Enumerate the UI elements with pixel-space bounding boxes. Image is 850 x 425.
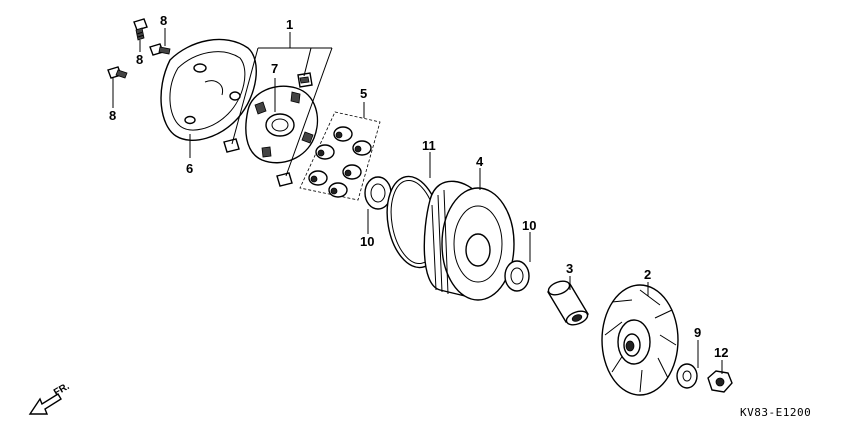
callout-7: 7 (271, 61, 278, 76)
slider-part-1-left[interactable] (223, 138, 240, 153)
callout-8-bottom: 8 (109, 108, 116, 123)
callout-5: 5 (360, 86, 367, 101)
roller (308, 170, 328, 186)
movable-drive-face-part-4[interactable] (423, 180, 515, 301)
nut-part-12[interactable] (707, 370, 733, 393)
callout-12: 12 (714, 345, 728, 360)
roller (342, 164, 362, 180)
weight-rollers-part-5[interactable] (299, 111, 381, 201)
bolt-part-8-upper[interactable] (133, 18, 148, 41)
ramp-plate-part-7[interactable] (245, 85, 319, 164)
leader-lines (112, 28, 723, 374)
bolt-part-8-middle[interactable] (149, 43, 171, 56)
collar-part-3[interactable] (546, 279, 590, 328)
callout-4: 4 (476, 154, 484, 169)
callout-1: 1 (286, 17, 293, 32)
slider-part-1-bottom[interactable] (276, 172, 293, 187)
fan-drive-face-part-2[interactable] (601, 284, 679, 396)
callout-8-top: 8 (160, 13, 167, 28)
callout-8-middle: 8 (136, 52, 143, 67)
cover-plate-part-6[interactable] (160, 38, 257, 141)
bolt-part-8-lower[interactable] (107, 66, 128, 79)
roller (352, 140, 372, 156)
arrow-left-down-icon (28, 393, 62, 415)
front-direction-arrow: FR. (28, 381, 72, 415)
callout-3: 3 (566, 261, 573, 276)
roller (328, 182, 348, 198)
callout-10-right: 10 (522, 218, 536, 233)
roller (315, 144, 335, 160)
callout-labels: 8 8 8 1 7 6 5 10 11 4 10 3 2 9 12 (109, 13, 728, 360)
roller (333, 126, 353, 142)
callout-2: 2 (644, 267, 651, 282)
callout-11: 11 (422, 138, 436, 153)
front-label: FR. (52, 381, 72, 399)
washer-part-10-right[interactable] (504, 260, 530, 292)
callout-9: 9 (694, 325, 701, 340)
washer-part-9[interactable] (676, 363, 698, 389)
callout-6: 6 (186, 161, 193, 176)
diagram-code: KV83-E1200 (740, 406, 811, 419)
callout-10-left: 10 (360, 234, 374, 249)
slider-part-1-top[interactable] (297, 72, 313, 88)
